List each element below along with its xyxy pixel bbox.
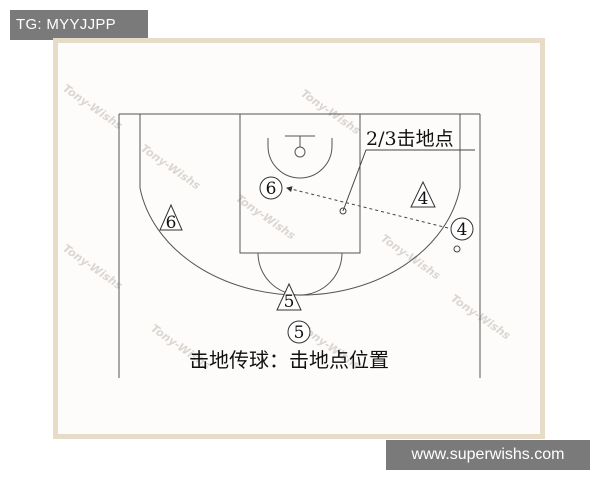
player-number: 4 (457, 220, 468, 240)
player-number: 6 (166, 213, 177, 233)
watermark: Tony-Wishs (448, 292, 513, 343)
player-circle-6: 6 (259, 176, 283, 200)
watermark: Tony-Wishs (60, 242, 125, 293)
player-circle-4: 4 (450, 217, 474, 241)
player-triangle-6: 6 (159, 203, 183, 233)
diagram-caption: 击地传球：击地点位置 (189, 348, 389, 372)
annotation-leader (342, 149, 475, 212)
bounce-point-annotation: 2/3击地点 (366, 128, 454, 150)
free-throw-circle (257, 252, 343, 296)
court-lines (118, 113, 481, 378)
ball-marker (453, 245, 461, 253)
player-number: 4 (418, 189, 429, 209)
watermark: Tony-Wishs (60, 82, 125, 133)
watermark: Tony-Wishs (138, 142, 203, 193)
website-watermark: www.superwishs.com (386, 440, 590, 470)
bounce-point-marker (339, 207, 347, 215)
telegram-tag: TG: MYYJJPP (10, 10, 148, 40)
player-number: 6 (266, 179, 277, 199)
watermark: Tony-Wishs (298, 87, 363, 138)
player-number: 5 (294, 323, 305, 343)
watermark: Tony-Wishs (233, 192, 298, 243)
player-circle-5: 5 (287, 320, 311, 344)
player-number: 5 (284, 292, 295, 312)
player-triangle-5: 5 (276, 282, 302, 312)
paint-lane (239, 113, 361, 254)
hoop-ring (294, 146, 306, 158)
player-triangle-4: 4 (410, 180, 436, 209)
bounce-pass-arrow (286, 186, 449, 229)
restricted-arc (267, 145, 333, 179)
